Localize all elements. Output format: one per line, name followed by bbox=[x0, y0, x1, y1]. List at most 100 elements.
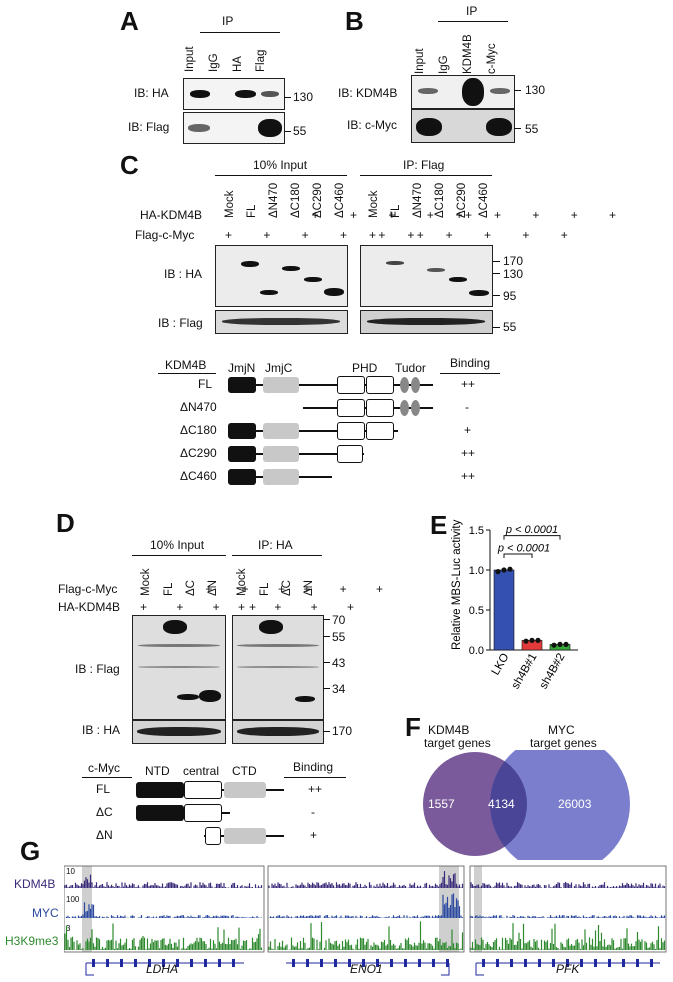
exon bbox=[594, 959, 597, 967]
row-ha-kdm4b-c: HA-KDM4B bbox=[140, 208, 203, 222]
binding-header-c: Binding bbox=[450, 356, 491, 370]
blot-c-ha-input bbox=[215, 245, 348, 307]
mw-d-43: 43 bbox=[332, 656, 346, 670]
lane-label-a-ha: HA bbox=[232, 56, 244, 72]
data-point bbox=[551, 642, 557, 648]
venn-left-title-1: KDM4B bbox=[428, 723, 470, 737]
exon bbox=[218, 959, 221, 967]
genome-tracks bbox=[64, 865, 667, 976]
exon bbox=[106, 959, 109, 967]
ip-bracket-a bbox=[200, 32, 280, 33]
track-box bbox=[267, 865, 465, 953]
tss-arrow-2 bbox=[475, 963, 484, 976]
plus-row-d3: + + + bbox=[238, 582, 397, 596]
exon bbox=[190, 959, 193, 967]
plus-row-d2: + + + + bbox=[140, 600, 270, 614]
lane-label-b-kdm4b: KDM4B bbox=[462, 34, 474, 74]
mw-d-170: 170 bbox=[332, 724, 353, 738]
lane-label-b-igg: IgG bbox=[438, 55, 450, 74]
venn-left-count: 1557 bbox=[428, 797, 455, 811]
ib-flag-label-d: IB : Flag bbox=[75, 662, 120, 676]
construct-d-dn: ΔN bbox=[96, 828, 113, 842]
y-tick-label: 0.5 bbox=[469, 605, 484, 617]
scale-kdm4b: 10 bbox=[66, 867, 75, 876]
panel-label-f: F bbox=[405, 712, 421, 742]
mw-c-55: 55 bbox=[503, 320, 517, 334]
plus-row-d4: + + + + bbox=[238, 600, 368, 614]
y-axis-label: Relative MBS-Luc activity bbox=[451, 519, 463, 650]
ib-ha-label-c: IB : HA bbox=[164, 267, 203, 281]
panel-label-d: D bbox=[56, 508, 75, 538]
exon bbox=[204, 959, 207, 967]
signal-track-0 bbox=[64, 871, 666, 888]
data-point bbox=[563, 641, 569, 647]
plus-row-c4: + + + + + + bbox=[369, 228, 582, 242]
exon bbox=[292, 959, 295, 967]
data-point bbox=[495, 569, 501, 575]
exon bbox=[162, 959, 165, 967]
venn-diagram bbox=[423, 750, 630, 860]
ip-label-a: IP bbox=[222, 14, 234, 28]
lane-label-b-input: Input bbox=[414, 48, 426, 74]
ib-ha-label-d: IB : HA bbox=[82, 723, 121, 737]
data-point bbox=[535, 637, 541, 643]
exon bbox=[176, 959, 179, 967]
exon bbox=[524, 959, 527, 967]
tss-arrow-1 bbox=[441, 963, 450, 976]
data-point bbox=[529, 637, 535, 643]
signal-track-2 bbox=[64, 921, 666, 950]
plus-row-c3: + + + + + bbox=[369, 208, 631, 222]
gene-label-pfk: PFK bbox=[556, 962, 580, 976]
blot-c-flag-ip bbox=[360, 310, 493, 334]
exon bbox=[148, 959, 151, 967]
venn-right-count: 26003 bbox=[558, 797, 592, 811]
data-point bbox=[523, 638, 529, 644]
mw-a-130: 130 bbox=[293, 90, 314, 104]
exon bbox=[134, 959, 137, 967]
construct-d-dc: ΔC bbox=[96, 805, 113, 819]
exon bbox=[650, 959, 653, 967]
binding-d-dn: + bbox=[310, 828, 318, 842]
row-flag-cmyc-c: Flag-c-Myc bbox=[135, 228, 195, 242]
domain-ntd: NTD bbox=[145, 764, 170, 778]
panel-label-a: A bbox=[120, 6, 139, 36]
binding-c-c460: ++ bbox=[461, 469, 476, 483]
exon bbox=[348, 959, 351, 967]
venn-overlap-count: 4134 bbox=[488, 797, 515, 811]
mw-d-70: 70 bbox=[332, 613, 346, 627]
mw-c-130: 130 bbox=[503, 267, 524, 281]
exon bbox=[446, 959, 449, 967]
domain-header-c: KDM4B bbox=[165, 358, 207, 372]
blot-d-flag-ip bbox=[232, 615, 324, 720]
track-label-kdm4b: KDM4B bbox=[14, 877, 56, 891]
highlight-pfk bbox=[474, 866, 482, 952]
construct-c-c460: ΔC460 bbox=[180, 469, 217, 483]
data-point bbox=[557, 641, 563, 647]
plus-row-c2: + + + + + + bbox=[225, 228, 438, 242]
lane-label-b-cmyc: c-Myc bbox=[486, 43, 498, 74]
plus-row-c1: + + + + + bbox=[225, 208, 487, 222]
exon bbox=[362, 959, 365, 967]
mw-b-55: 55 bbox=[525, 122, 539, 136]
venn-circle-myc bbox=[490, 750, 630, 860]
construct-d-fl: FL bbox=[96, 782, 111, 796]
sig-bracket-1 bbox=[503, 553, 533, 558]
mw-c-170: 170 bbox=[503, 254, 524, 268]
blot-d-ha-ip bbox=[232, 720, 324, 744]
blot-a-flag bbox=[183, 112, 285, 144]
binding-d-dc: - bbox=[311, 805, 315, 819]
panel-label-b: B bbox=[345, 6, 364, 36]
exon bbox=[418, 959, 421, 967]
blot-a-ha bbox=[183, 78, 285, 110]
lane-label-a-flag: Flag bbox=[255, 49, 267, 72]
exon bbox=[320, 959, 323, 967]
exon bbox=[636, 959, 639, 967]
blot-b-kdm4b bbox=[411, 75, 515, 109]
input-label-c: 10% Input bbox=[253, 158, 308, 172]
mw-b-130: 130 bbox=[525, 83, 546, 97]
ip-bracket-b bbox=[438, 21, 508, 22]
y-tick-label: 0.0 bbox=[469, 645, 484, 657]
exon bbox=[432, 959, 435, 967]
input-label-d: 10% Input bbox=[150, 538, 205, 552]
domain-tudor: Tudor bbox=[395, 361, 426, 375]
